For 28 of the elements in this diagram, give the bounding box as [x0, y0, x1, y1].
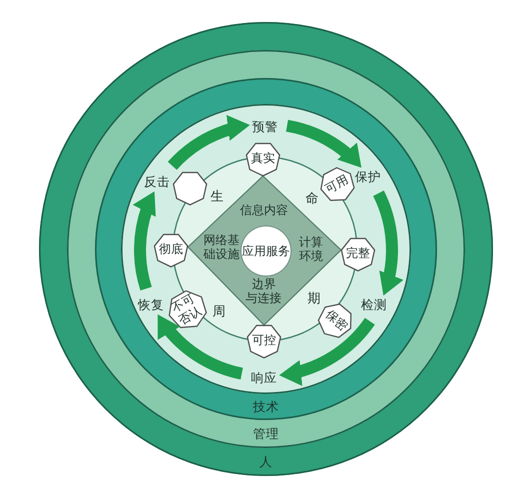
- heptagon: 可用: [319, 166, 355, 202]
- block-arrow: [373, 190, 403, 298]
- quadrant-label: 边界与连接: [246, 278, 282, 306]
- quadrant-label: 计算环境: [298, 236, 324, 264]
- stage-label: 恢复: [138, 298, 164, 312]
- stage-label: 反击: [144, 174, 170, 190]
- heptagon: 不可否认: [167, 289, 207, 329]
- stage-label: 检测: [361, 298, 387, 312]
- quadrant-label: 信息内容: [240, 204, 288, 218]
- heptagon: 保密: [318, 302, 354, 338]
- ring-label: 期: [308, 292, 320, 308]
- heptagon: 真实: [245, 140, 281, 176]
- heptagon: 彻底: [153, 231, 189, 267]
- band-label: 管理: [253, 426, 279, 442]
- stage-label: 保护: [355, 170, 381, 184]
- ring-label: 周: [212, 306, 226, 320]
- heptagon: 完整: [340, 235, 376, 271]
- stage-label: 响应: [251, 370, 277, 386]
- stage-label: 预警: [252, 120, 278, 134]
- heptagon: 可控: [246, 322, 282, 358]
- heptagon: [172, 169, 208, 205]
- band-label: 技术: [253, 400, 279, 414]
- quadrant-label: 网络基础设施: [203, 234, 240, 262]
- band-label: 人: [260, 454, 272, 470]
- ring-label: 命: [306, 192, 318, 208]
- block-arrow: [168, 116, 252, 170]
- ring-label: 生: [210, 190, 224, 206]
- block-arrow: [278, 318, 375, 384]
